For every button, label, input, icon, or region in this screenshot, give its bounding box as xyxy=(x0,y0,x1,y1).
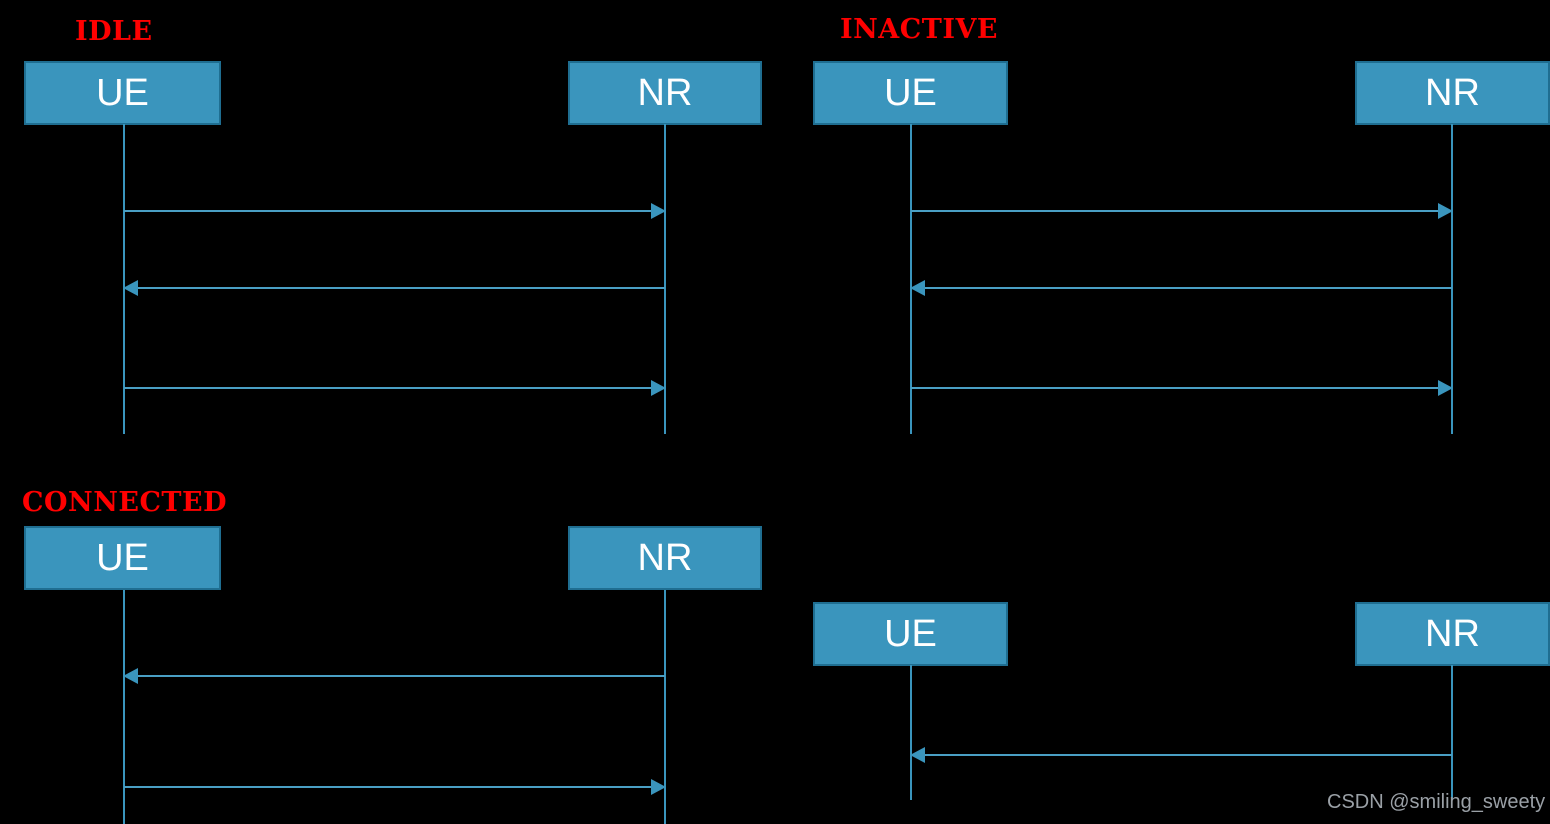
participant-box-fourth-left[interactable]: UE xyxy=(813,602,1008,666)
participant-box-connected-left[interactable]: UE xyxy=(24,526,221,590)
participant-box-idle-left[interactable]: UE xyxy=(24,61,221,125)
lifeline-fourth-left xyxy=(910,665,912,800)
lifeline-inactive-left xyxy=(910,124,912,434)
state-title-connected: CONNECTED xyxy=(22,487,228,518)
message-shaft xyxy=(911,754,1452,756)
lifeline-idle-right xyxy=(664,124,666,434)
lifeline-inactive-right xyxy=(1451,124,1453,434)
arrowhead-left-icon xyxy=(910,747,925,763)
state-title-idle: IDLE xyxy=(75,16,153,47)
lifeline-connected-right xyxy=(664,590,666,824)
participant-box-connected-right[interactable]: NR xyxy=(568,526,762,590)
watermark-text: CSDN @smiling_sweety xyxy=(1327,791,1546,813)
lifeline-idle-left xyxy=(123,124,125,434)
participant-box-idle-right[interactable]: NR xyxy=(568,61,762,125)
participant-box-fourth-right[interactable]: NR xyxy=(1355,602,1550,666)
lifeline-fourth-right xyxy=(1451,665,1453,800)
lifeline-connected-left xyxy=(123,590,125,824)
state-title-inactive: INACTIVE xyxy=(840,14,998,45)
participant-box-inactive-left[interactable]: UE xyxy=(813,61,1008,125)
message-arrow-fourth-1 xyxy=(910,746,1452,764)
